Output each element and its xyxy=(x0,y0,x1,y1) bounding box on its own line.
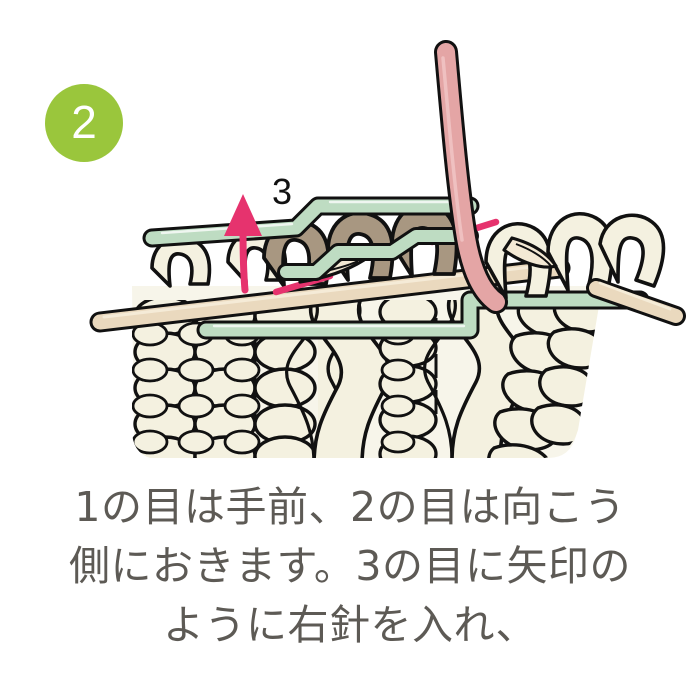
right-knitting-needle xyxy=(434,40,508,314)
direction-arrow xyxy=(224,194,262,294)
caption-line-3: ように右針を入れ、 xyxy=(163,601,537,649)
instruction-caption: 1の目は手前、2の目は向こう 側におきます。3の目に矢印の ように右針を入れ、 xyxy=(0,478,700,655)
caption-line-2: 側におきます。3の目に矢印の xyxy=(69,542,631,590)
live-stitches-right-group xyxy=(484,212,686,326)
knitting-illustration: 3 xyxy=(89,40,686,458)
lower-cable-needle xyxy=(196,290,650,340)
left-needle-tip-right-exit xyxy=(502,236,558,269)
arrow-number-label: 3 xyxy=(272,171,292,212)
caption-line-1: 1の目は手前、2の目は向こう xyxy=(74,483,626,531)
step-number-label: 2 xyxy=(71,96,97,148)
cable-needle-weave-segment xyxy=(277,227,479,281)
upper-cable-needle xyxy=(142,196,480,248)
step-number-badge: 2 xyxy=(45,84,123,162)
left-needle-right-shaft xyxy=(586,278,686,326)
